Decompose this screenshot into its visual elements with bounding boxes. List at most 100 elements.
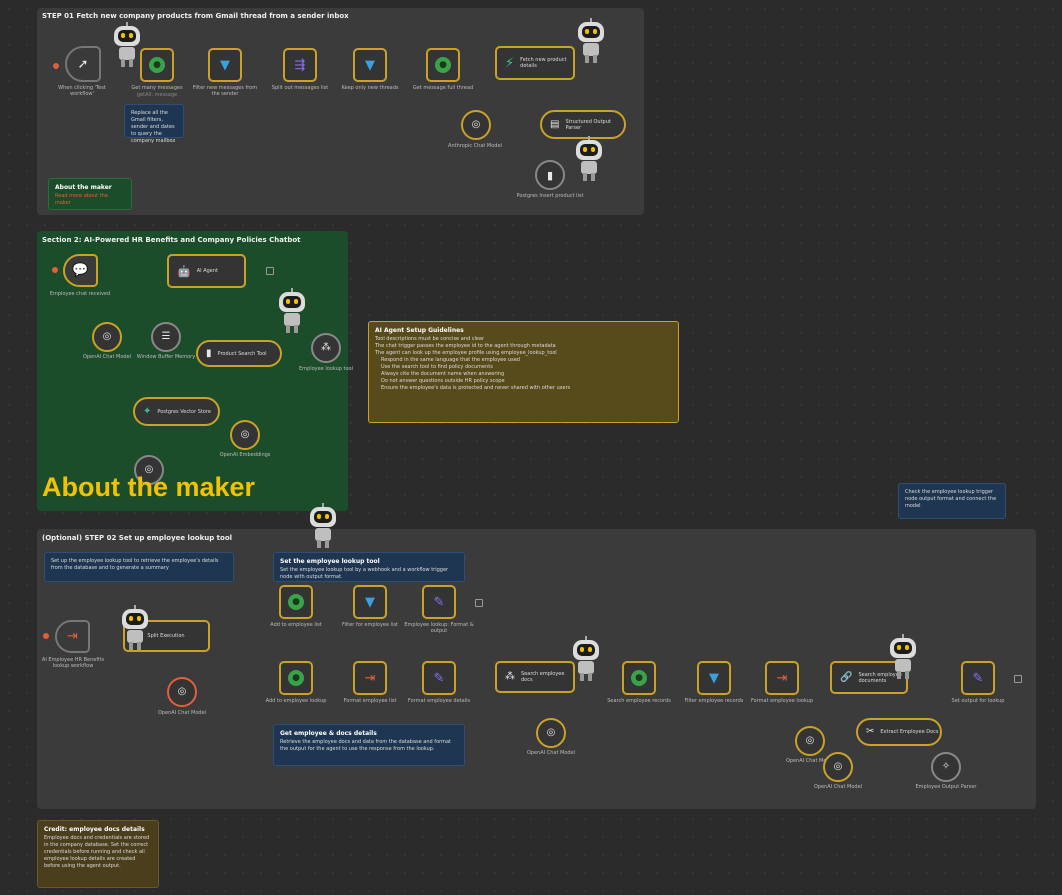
ai-model-icon: ◎ [805,735,815,746]
note-text: Set up the employee lookup tool to retri… [51,558,219,571]
node-label: OpenAI Embeddings [219,452,271,458]
note-text: Read more about the maker [55,193,108,206]
openai-model-node[interactable]: ◎ [795,726,825,756]
node-label: Structured Output Parser [565,118,611,131]
openai-model-node[interactable]: ◎ [823,752,853,782]
node-label: Split out messages list [271,85,329,91]
node-label: Add to employee lookup [265,698,327,704]
filter-node[interactable]: ▼ [208,48,242,82]
note-line: Respond in the same language that the em… [381,357,520,363]
chat-trigger-node[interactable]: 💬 [63,254,98,287]
node-label: Postgres Vector Store [157,408,211,415]
note-line: Use the search tool to find policy docum… [381,364,493,370]
trigger-indicator [52,267,58,273]
node-label: Search employee records [607,698,671,704]
node-label: Format employee lookup [750,698,814,704]
note-line: The chat trigger passes the employee id … [375,343,556,349]
product-search-tool-node[interactable]: ▮Product Search Tool [196,340,282,367]
link-icon: 🔗 [840,671,853,683]
note-line: Always cite the document name when answe… [381,371,505,377]
robot-mascot [572,136,606,182]
node-label: Postgres Insert product list [516,193,584,199]
output-connector[interactable] [1014,675,1022,683]
node-label: Search employee documents [858,671,902,684]
filter-records-node[interactable]: ▼ [697,661,731,695]
ai-agent-node[interactable]: 🤖AI Agent [167,254,246,288]
node-label: Anthropic Chat Model [448,143,502,149]
format-list-node[interactable]: ⇥ [353,661,387,695]
employee-lookup-tool-node[interactable]: ⁂ [311,333,341,363]
node-label: Keep only new threads [341,85,399,91]
note-title: Get employee & docs details [280,730,377,737]
gmail-search-node[interactable]: ● [622,661,656,695]
extract-docs-node[interactable]: ✂Extract Employee Docs [856,718,942,746]
postgres-node[interactable]: ▮ [535,160,565,190]
node-label: Add to employee list [270,622,322,628]
embeddings-node[interactable]: ◎ [230,420,260,450]
group-title-chatbot: Section 2: AI-Powered HR Benefits and Co… [42,236,301,244]
gmail-add-employee-node[interactable]: ● [279,585,313,619]
ai-model-icon: ◎ [471,119,481,130]
code-icon: ⇥ [364,670,376,686]
set-output-node[interactable]: ✎ [961,661,995,695]
split-out-node[interactable]: ⇶ [283,48,317,82]
about-maker-note: About the maker Read more about the make… [48,178,132,210]
output-connector[interactable] [266,267,274,275]
gmail-thread-node[interactable]: ● [426,48,460,82]
embeddings-model-node[interactable]: ◎ [134,455,164,485]
anthropic-model-node[interactable]: ◎ [461,110,491,140]
robot-mascot [118,605,152,651]
note-text: Set the employee lookup tool by a webhoo… [280,567,449,580]
robot-mascot [569,636,603,682]
robot-mascot [306,503,340,549]
pencil-icon: ✎ [972,670,984,686]
node-sublabel: getAll: message [136,92,178,98]
ai-agent-guidelines-note: AI Agent Setup Guidelines Tool descripti… [368,321,679,423]
trigger-indicator [43,633,49,639]
node-label: AI Agent [196,268,218,274]
note-title: Set the employee lookup tool [280,558,380,565]
output-connector[interactable] [475,599,483,607]
node-label: Employee lookup: Format & output [404,622,474,634]
lightning-icon: ⚡ [505,55,515,71]
parser-icon: ▤ [550,118,560,130]
openai-model-node[interactable]: ◎ [536,718,566,748]
vector-store-node[interactable]: ✦ Postgres Vector Store [133,397,220,426]
robot-mascot [110,22,144,68]
edit-fields-node[interactable]: ✎ [422,585,456,619]
openai-model-node[interactable]: ◎ [92,322,122,352]
openai-model-node[interactable]: ◎ [167,677,197,707]
manual-trigger-node[interactable]: ➚ [65,46,101,82]
node-label: Employee Output Parser [915,784,977,790]
gmail-get-messages-node[interactable]: ● [140,48,174,82]
gmail-lookup-node[interactable]: ● [279,661,313,695]
format-lookup-node[interactable]: ⇥ [765,661,799,695]
format-details-node[interactable]: ✎ [422,661,456,695]
filter-threads-node[interactable]: ▼ [353,48,387,82]
filter-employee-node[interactable]: ▼ [353,585,387,619]
sign-in-icon: ⇥ [67,629,78,644]
workflow-icon: ⁂ [321,342,331,353]
group-title-step02: (Optional) STEP 02 Set up employee looku… [42,534,233,542]
vector-icon: ✦ [143,405,152,417]
fetch-product-details-node[interactable]: ⚡ Fetch new product details [495,46,575,80]
workflow-trigger-node[interactable]: ⇥ [55,620,90,653]
memory-node[interactable]: ☰ [151,322,181,352]
note-line: Ensure the employee's data is protected … [381,385,571,391]
node-label: Filter new messages from the sender [192,85,258,97]
node-label: Split Execution [147,633,185,639]
structured-parser-node[interactable]: ▤ Structured Output Parser [540,110,626,139]
output-parser-node[interactable]: ✧ [931,752,961,782]
search-docs-node[interactable]: ⁂Search employee docs [495,661,575,693]
node-label: OpenAI Chat Model [82,354,132,360]
node-label: Fetch new product details [520,57,567,69]
note-line: Tool descriptions must be concise and cl… [375,336,485,342]
node-label: Get many messages [131,85,183,91]
node-label: OpenAI Chat Model [813,784,863,790]
note-text: Check the employee lookup trigger node o… [905,489,997,509]
group-title-step01: STEP 01 Fetch new company products from … [42,12,349,20]
node-label: Format employee list [343,698,397,704]
ai-model-icon: ◎ [144,464,154,475]
ai-model-icon: ◎ [102,331,112,342]
robot-mascot [574,18,608,64]
